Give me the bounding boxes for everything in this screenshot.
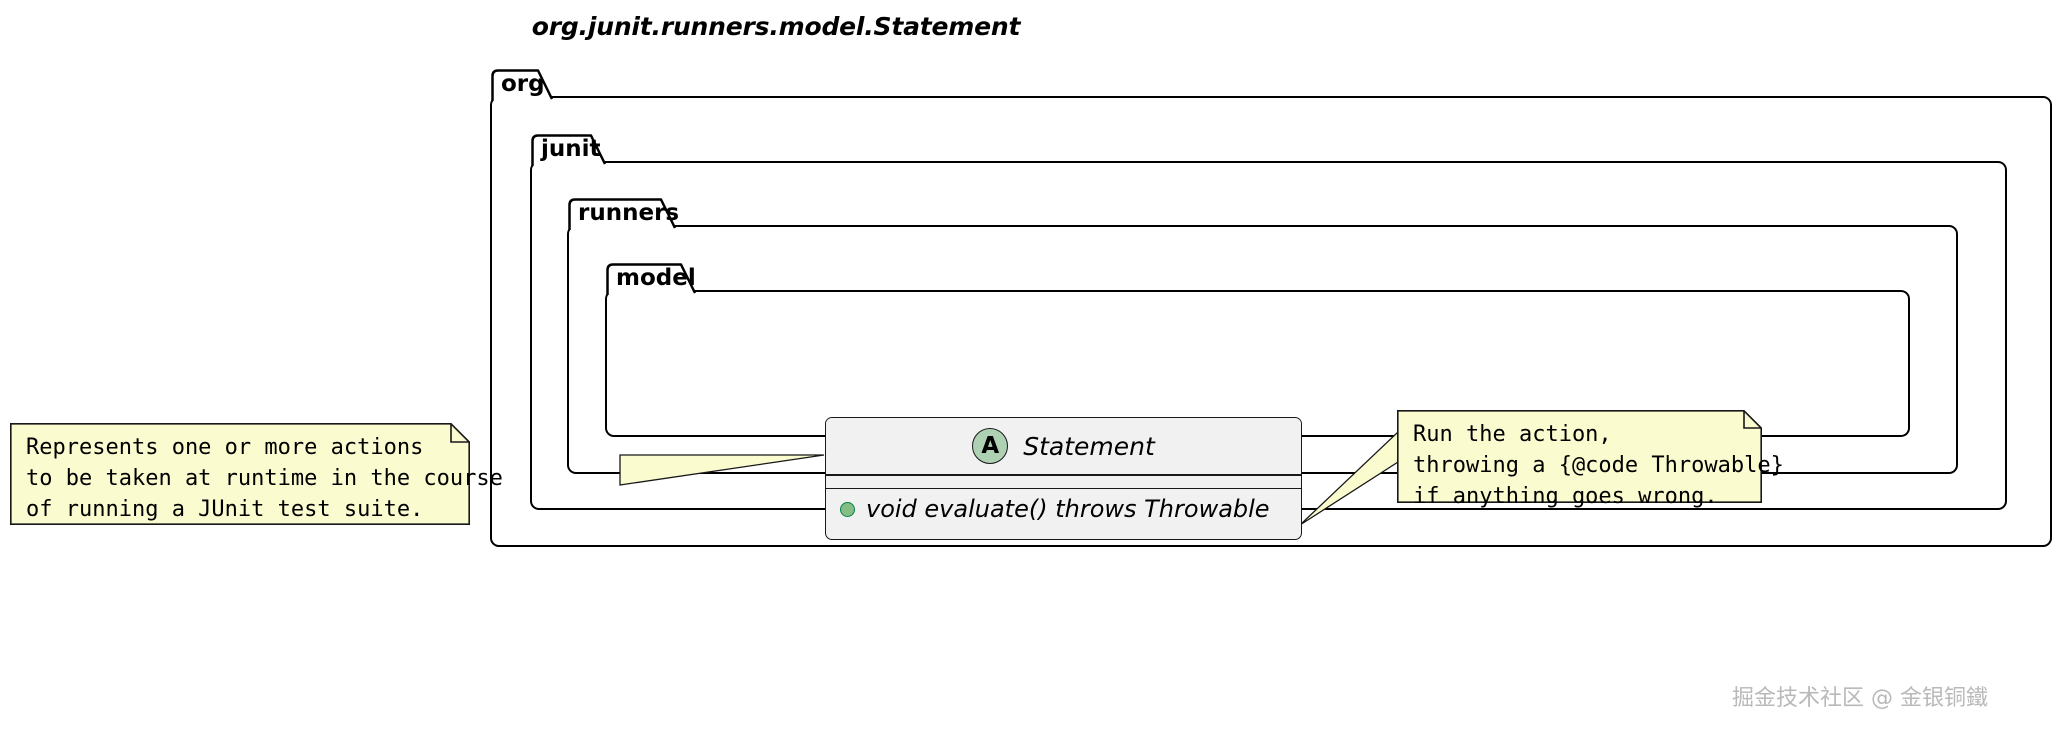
class-header: A Statement bbox=[826, 418, 1301, 474]
class-operations-compartment: void evaluate() throws Throwable bbox=[826, 489, 1301, 532]
page-title: org.junit.runners.model.Statement bbox=[531, 12, 1021, 41]
class-divider-2 bbox=[826, 487, 1301, 490]
package-tab-org bbox=[490, 68, 554, 101]
class-name-label: Statement bbox=[1023, 431, 1155, 461]
note-method-description[interactable]: Run the action, throwing a {@code Throwa… bbox=[1397, 410, 1784, 509]
abstract-class-icon: A bbox=[972, 428, 1009, 464]
note-shape bbox=[1397, 410, 1762, 503]
class-member-row[interactable]: void evaluate() throws Throwable bbox=[840, 495, 1301, 523]
package-tab-runners bbox=[567, 197, 677, 230]
class-box-statement[interactable]: A Statement void evaluate() throws Throw… bbox=[825, 417, 1302, 540]
watermark-label: 掘金技术社区 @ 金银铜鐵 bbox=[1732, 686, 1988, 711]
package-label-org: org bbox=[501, 71, 545, 97]
package-tab-junit bbox=[530, 133, 607, 166]
class-attributes-compartment bbox=[826, 475, 1301, 488]
note-class-description[interactable]: Represents one or more actions to be tak… bbox=[10, 423, 503, 525]
visibility-public-icon bbox=[840, 501, 855, 517]
package-label-junit: junit bbox=[541, 136, 601, 162]
package-box-org bbox=[490, 96, 2052, 547]
note-text: Run the action, throwing a {@code Throwa… bbox=[1413, 422, 1784, 509]
note-shape bbox=[10, 423, 470, 525]
package-label-runners: runners bbox=[578, 200, 680, 226]
package-label-model: model bbox=[616, 265, 696, 291]
note-text: Represents one or more actions to be tak… bbox=[26, 435, 503, 522]
class-divider-1 bbox=[826, 474, 1301, 476]
member-signature-label: void evaluate() throws Throwable bbox=[866, 495, 1270, 524]
package-tab-model bbox=[605, 262, 697, 295]
